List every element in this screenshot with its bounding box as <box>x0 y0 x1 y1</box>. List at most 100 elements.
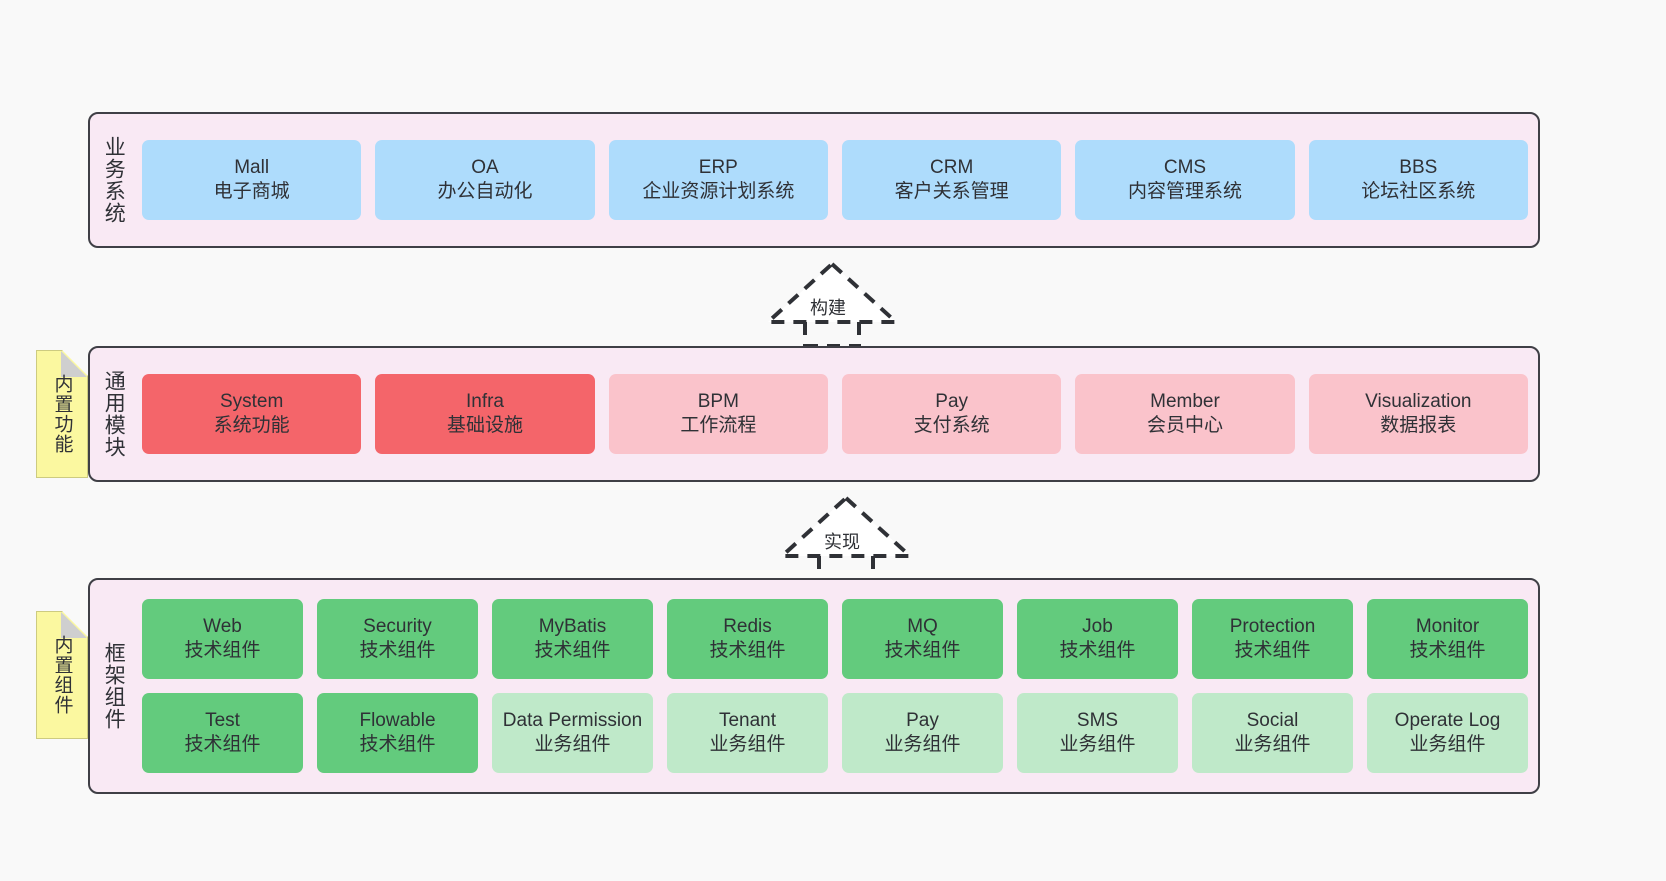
layer-body-framework-components: Web 技术组件 Security 技术组件 MyBatis 技术组件 Redi… <box>136 580 1538 792</box>
node-operate-log-subtitle: 业务组件 <box>1409 734 1486 755</box>
node-erp[interactable]: ERP 企业资源计划系统 <box>608 140 828 220</box>
node-tenant-title: Tenant <box>718 709 777 731</box>
note-builtin-functions-label: 内置功能 <box>51 374 73 454</box>
node-web-subtitle: 技术组件 <box>184 640 261 661</box>
connector-implement-label: 实现 <box>824 532 860 552</box>
node-security-subtitle: 技术组件 <box>359 640 436 661</box>
layer-business-systems: 业务系统 Mall 电子商城 OA 办公自动化 ERP 企业资源计划系统 CRM… <box>88 112 1540 248</box>
realization-shaft <box>817 556 875 582</box>
node-web-title: Web <box>203 615 242 637</box>
node-mq-title: MQ <box>907 615 938 637</box>
note-builtin-components-label: 内置组件 <box>51 635 73 715</box>
node-security-title: Security <box>363 615 432 637</box>
note-builtin-components: 内置组件 <box>36 611 88 739</box>
node-operate-log-title: Operate Log <box>1394 709 1501 731</box>
node-erp-title: ERP <box>698 156 738 178</box>
node-operate-log[interactable]: Operate Log 业务组件 <box>1367 693 1528 773</box>
node-mybatis-title: MyBatis <box>538 615 607 637</box>
realization-shaft <box>803 322 861 348</box>
node-bpm-subtitle: 工作流程 <box>680 415 757 436</box>
node-erp-subtitle: 企业资源计划系统 <box>642 181 795 202</box>
node-cms-subtitle: 内容管理系统 <box>1127 181 1242 202</box>
node-visualization-subtitle: 数据报表 <box>1380 415 1457 436</box>
node-member[interactable]: Member 会员中心 <box>1075 374 1295 454</box>
node-pay-module[interactable]: Pay 支付系统 <box>841 374 1062 454</box>
node-pay-module-subtitle: 支付系统 <box>913 415 990 436</box>
node-visualization[interactable]: Visualization 数据报表 <box>1308 374 1528 454</box>
node-data-permission-title: Data Permission <box>502 709 643 731</box>
note-builtin-functions: 内置功能 <box>36 350 88 478</box>
node-flowable-subtitle: 技术组件 <box>359 734 436 755</box>
node-mybatis-subtitle: 技术组件 <box>534 640 611 661</box>
node-pay-component-title: Pay <box>906 709 939 731</box>
node-bpm-title: BPM <box>697 390 739 412</box>
node-web[interactable]: Web 技术组件 <box>142 599 303 679</box>
node-flowable-title: Flowable <box>359 709 436 731</box>
node-cms-title: CMS <box>1163 156 1207 178</box>
framework-components-row-1: Web 技术组件 Security 技术组件 MyBatis 技术组件 Redi… <box>142 599 1528 679</box>
layer-common-modules: 通用模块 System 系统功能 Infra 基础设施 BPM 工作流程 Pay… <box>88 346 1540 482</box>
node-crm[interactable]: CRM 客户关系管理 <box>841 140 1062 220</box>
node-bbs[interactable]: BBS 论坛社区系统 <box>1308 140 1528 220</box>
node-sms-title: SMS <box>1076 709 1119 731</box>
node-social-subtitle: 业务组件 <box>1234 734 1311 755</box>
node-system-subtitle: 系统功能 <box>213 415 290 436</box>
node-tenant-subtitle: 业务组件 <box>709 734 786 755</box>
node-sms-subtitle: 业务组件 <box>1059 734 1136 755</box>
layer-body-common-modules: System 系统功能 Infra 基础设施 BPM 工作流程 Pay 支付系统… <box>136 348 1538 480</box>
node-test-title: Test <box>205 709 240 731</box>
node-mybatis[interactable]: MyBatis 技术组件 <box>492 599 653 679</box>
node-mall-subtitle: 电子商城 <box>213 181 290 202</box>
node-social[interactable]: Social 业务组件 <box>1192 693 1353 773</box>
node-oa-title: OA <box>471 156 499 178</box>
node-infra-title: Infra <box>465 390 504 412</box>
node-test[interactable]: Test 技术组件 <box>142 693 303 773</box>
node-redis[interactable]: Redis 技术组件 <box>667 599 828 679</box>
node-oa[interactable]: OA 办公自动化 <box>375 140 595 220</box>
node-mall-title: Mall <box>234 156 270 178</box>
node-job-title: Job <box>1082 615 1113 637</box>
node-flowable[interactable]: Flowable 技术组件 <box>317 693 478 773</box>
node-member-title: Member <box>1150 390 1220 412</box>
node-pay-component-subtitle: 业务组件 <box>884 734 961 755</box>
node-monitor[interactable]: Monitor 技术组件 <box>1367 599 1528 679</box>
node-bpm[interactable]: BPM 工作流程 <box>608 374 828 454</box>
layer-framework-components: 框架组件 Web 技术组件 Security 技术组件 MyBatis 技术组件… <box>88 578 1540 794</box>
layer-title-framework-components: 框架组件 <box>102 642 126 730</box>
node-mall[interactable]: Mall 电子商城 <box>142 140 362 220</box>
node-oa-subtitle: 办公自动化 <box>437 181 533 202</box>
node-protection-title: Protection <box>1229 615 1316 637</box>
node-bbs-title: BBS <box>1399 156 1438 178</box>
realization-arrowhead <box>776 495 916 558</box>
node-sms[interactable]: SMS 业务组件 <box>1017 693 1178 773</box>
node-mq[interactable]: MQ 技术组件 <box>842 599 1003 679</box>
node-security[interactable]: Security 技术组件 <box>317 599 478 679</box>
layer-body-business-systems: Mall 电子商城 OA 办公自动化 ERP 企业资源计划系统 CRM 客户关系… <box>136 114 1538 246</box>
node-system-title: System <box>219 390 284 412</box>
common-modules-row: System 系统功能 Infra 基础设施 BPM 工作流程 Pay 支付系统… <box>142 374 1528 454</box>
node-pay-module-title: Pay <box>935 390 969 412</box>
framework-components-row-2: Test 技术组件 Flowable 技术组件 Data Permission … <box>142 693 1528 773</box>
business-systems-row: Mall 电子商城 OA 办公自动化 ERP 企业资源计划系统 CRM 客户关系… <box>142 140 1528 220</box>
node-system[interactable]: System 系统功能 <box>142 374 362 454</box>
node-job[interactable]: Job 技术组件 <box>1017 599 1178 679</box>
node-protection[interactable]: Protection 技术组件 <box>1192 599 1353 679</box>
node-member-subtitle: 会员中心 <box>1146 415 1223 436</box>
connector-build: 构建 <box>752 258 912 348</box>
node-data-permission-subtitle: 业务组件 <box>534 734 611 755</box>
node-monitor-title: Monitor <box>1415 615 1480 637</box>
node-data-permission[interactable]: Data Permission 业务组件 <box>492 693 653 773</box>
node-protection-subtitle: 技术组件 <box>1234 640 1311 661</box>
node-infra[interactable]: Infra 基础设施 <box>375 374 595 454</box>
node-pay-component[interactable]: Pay 业务组件 <box>842 693 1003 773</box>
node-cms[interactable]: CMS 内容管理系统 <box>1075 140 1295 220</box>
realization-arrowhead <box>762 261 902 324</box>
node-tenant[interactable]: Tenant 业务组件 <box>667 693 828 773</box>
layer-title-common-modules: 通用模块 <box>102 370 126 458</box>
node-monitor-subtitle: 技术组件 <box>1409 640 1486 661</box>
node-social-title: Social <box>1246 709 1299 731</box>
connector-build-label: 构建 <box>810 298 846 318</box>
layer-title-business-systems: 业务系统 <box>102 136 126 224</box>
connector-implement: 实现 <box>766 492 926 582</box>
